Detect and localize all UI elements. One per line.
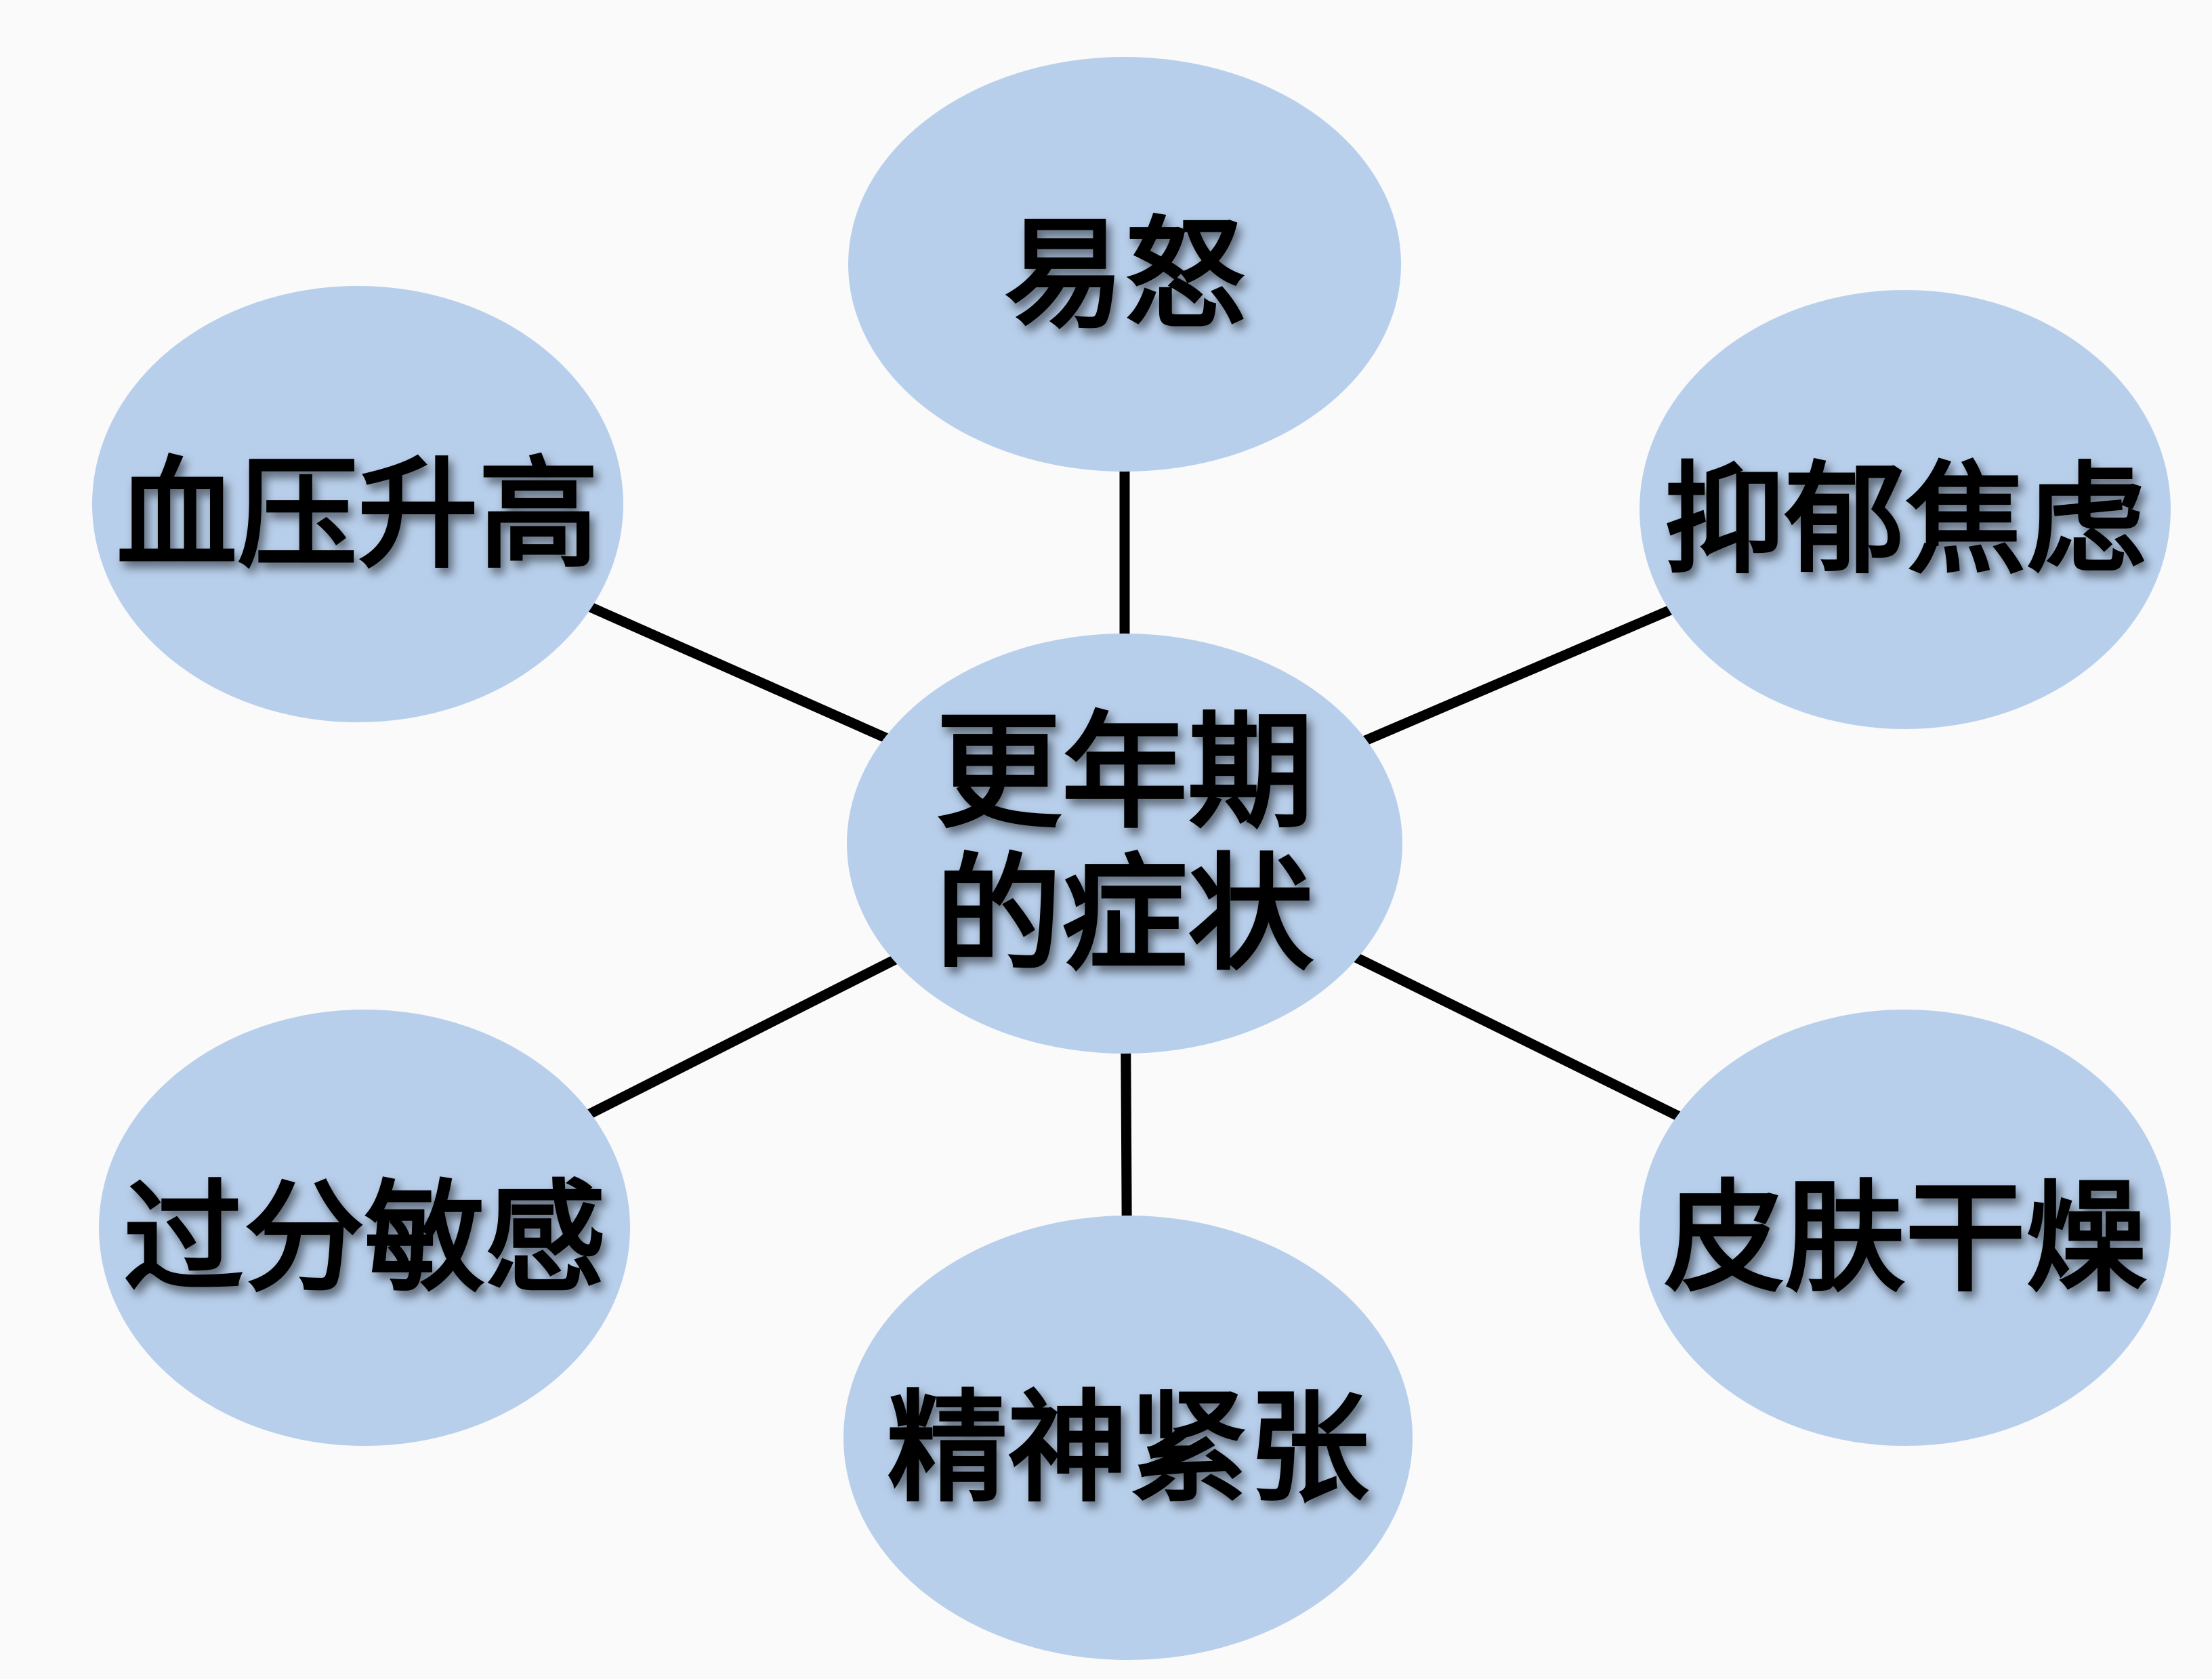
center-node-label-line1: 更年期 bbox=[935, 698, 1314, 846]
node-irritability: 易怒 bbox=[848, 57, 1401, 472]
center-node-label-line2: 的症状 bbox=[935, 841, 1314, 988]
node-dry-skin-label: 皮肤干燥 bbox=[1664, 1167, 2146, 1308]
node-mental-tension: 精神紧张 bbox=[843, 1216, 1413, 1660]
node-high-blood-pressure: 血压升高 bbox=[92, 286, 623, 722]
center-node-label: 更年期 的症状 bbox=[936, 701, 1314, 986]
node-mental-tension-label: 精神紧张 bbox=[887, 1377, 1369, 1518]
node-high-blood-pressure-label: 血压升高 bbox=[117, 444, 599, 585]
node-oversensitivity-label: 过分敏感 bbox=[123, 1167, 606, 1308]
node-center-menopause-symptoms: 更年期 的症状 bbox=[847, 634, 1402, 1054]
node-dry-skin: 皮肤干燥 bbox=[1640, 1010, 2171, 1446]
node-depression-anxiety: 抑郁焦虑 bbox=[1640, 290, 2171, 729]
node-depression-anxiety-label: 抑郁焦虑 bbox=[1664, 449, 2146, 590]
node-irritability-label: 易怒 bbox=[1004, 204, 1245, 345]
node-oversensitivity: 过分敏感 bbox=[99, 1010, 630, 1446]
